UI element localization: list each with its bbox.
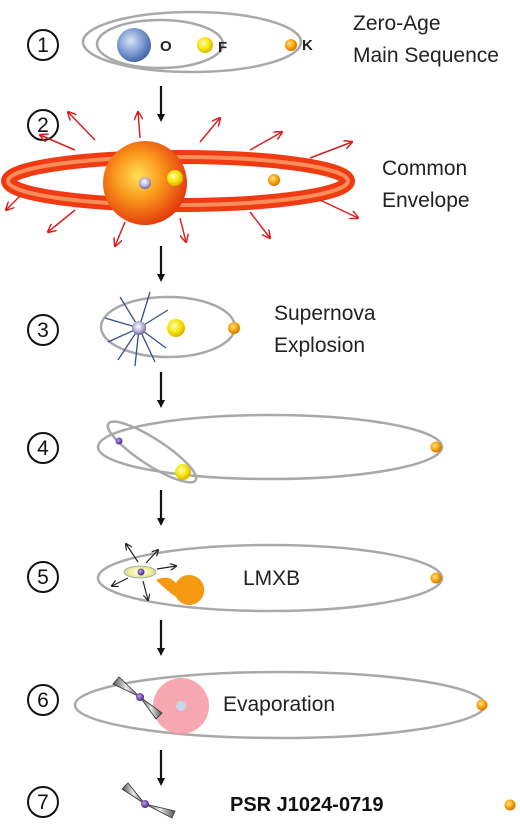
k-star [504,799,516,811]
roche-lobe-donor [156,575,205,605]
orbit [96,543,444,613]
neutron-star [137,568,145,576]
outflow-arrow-icon [249,132,282,151]
stage-number-circle-icon [27,684,59,716]
stage-label: LMXB [243,567,300,590]
k-star [268,174,280,186]
stage-label-line-1: Zero-Age [353,12,441,35]
outflow-arrows [6,112,358,246]
outflow-arrow-icon [48,209,76,232]
k-star-label: K [302,37,313,54]
stage-1: 1 O F K Zero-Age Main Sequence [27,10,499,74]
k-star [285,39,297,51]
k-star [430,572,442,584]
jet-arrow-icon [112,577,129,586]
jet-arrow-icon [145,550,158,564]
outer-orbit [96,413,444,481]
f-star [167,170,183,186]
stage-number-circle-icon [27,432,59,464]
outflow-arrow-icon [40,135,76,151]
outflow-arrow-icon [199,118,220,143]
pulsar-beam-icon [112,676,163,720]
stage-6: 6 Evaporation [27,670,488,740]
pulsar-beam-icon [121,782,176,819]
outflow-arrow-icon [249,211,270,238]
inner-orbit [106,420,198,484]
o-star-label: O [160,38,172,55]
stage-number: 3 [37,319,49,342]
stage-2: 2 Common Envelope [1,109,470,246]
stage-number: 5 [37,566,49,589]
stage-label-line-2: Explosion [274,334,365,357]
stage-3: 3 Supernova Explosion [27,291,376,367]
outflow-arrow-icon [319,199,358,218]
o-star-core [139,177,151,189]
stage-number: 7 [37,791,49,814]
f-star [197,37,213,53]
companion-star [176,701,186,711]
f-star [175,464,191,480]
stage-number-circle-icon [27,29,59,61]
k-star [228,322,240,334]
stage-number: 1 [37,34,49,57]
neutron-star [132,321,146,335]
stage-7: 7 PSR J1024-0719 [27,782,516,819]
jet-arrows [112,544,176,600]
stage-label-line-1: Supernova [274,302,376,325]
k-star [430,441,442,453]
outflow-arrow-icon [179,217,186,242]
outflow-arrow-icon [115,221,126,246]
outflow-arrow-icon [68,112,96,141]
jet-arrow-icon [156,566,176,569]
jet-arrow-icon [126,544,139,563]
pulsar [141,800,149,808]
inner-orbit [95,18,225,70]
stage-4: 4 [27,413,444,484]
o-star [117,28,151,62]
f-star-label: F [218,39,227,56]
f-star [167,319,185,337]
neutron-star [115,437,123,445]
stage-number: 6 [37,689,49,712]
outflow-arrow-icon [6,195,21,210]
outflow-arrow-icon [309,142,352,159]
stage-number-circle-icon [27,314,59,346]
stage-number-circle-icon [27,786,59,818]
stage-number: 4 [37,437,49,460]
k-star [476,699,488,711]
outer-orbit [81,10,303,74]
stage-number-circle-icon [27,561,59,593]
pulsar-name: PSR J1024-0719 [230,794,383,816]
outflow-arrow-icon [138,112,140,139]
stage-label: Evaporation [223,693,335,716]
stage-5: 5 LMXB [27,543,444,613]
jet-arrow-icon [142,580,148,600]
pulsar [136,693,144,701]
stage-number: 2 [37,114,49,137]
stage-label-line-1: Common [382,157,467,180]
stage-label-line-2: Envelope [382,189,470,212]
stage-label-line-2: Main Sequence [353,44,499,67]
